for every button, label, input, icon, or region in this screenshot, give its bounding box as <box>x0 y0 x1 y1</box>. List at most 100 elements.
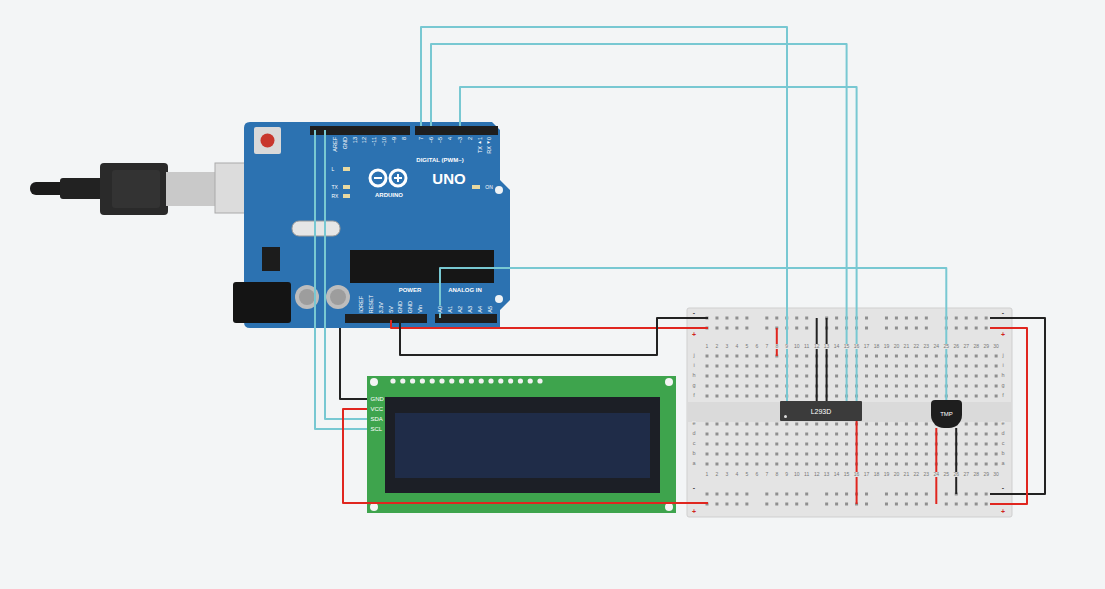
pin-label: 5V <box>388 306 395 313</box>
breadboard-hole <box>795 355 798 358</box>
breadboard-hole <box>865 433 868 436</box>
pin-label: 7 <box>418 137 425 140</box>
breadboard-hole <box>775 463 778 466</box>
breadboard-hole <box>795 375 798 378</box>
column-number: 15 <box>843 344 850 349</box>
column-number: 13 <box>823 344 830 349</box>
lcd-pin-hole <box>537 378 542 383</box>
breadboard-hole <box>795 493 798 496</box>
breadboard-hole <box>765 453 768 456</box>
breadboard-hole <box>995 433 998 436</box>
led-label: TX <box>331 185 338 190</box>
row-letter: g <box>692 383 696 389</box>
pin-label: GND <box>397 301 404 313</box>
breadboard-hole <box>706 493 709 496</box>
breadboard-hole <box>805 327 808 330</box>
breadboard-hole <box>875 453 878 456</box>
column-number: 6 <box>755 344 759 349</box>
breadboard-hole <box>725 395 728 398</box>
breadboard-hole <box>985 493 988 496</box>
breadboard-hole <box>885 433 888 436</box>
breadboard-hole <box>835 317 838 320</box>
breadboard-hole <box>795 385 798 388</box>
column-number: 4 <box>735 472 739 477</box>
breadboard-hole <box>795 433 798 436</box>
breadboard-hole <box>725 355 728 358</box>
breadboard-hole <box>875 443 878 446</box>
breadboard-hole <box>805 375 808 378</box>
column-number: 26 <box>953 472 960 477</box>
breadboard-hole <box>895 423 898 426</box>
breadboard-hole <box>765 463 768 466</box>
column-number: 22 <box>913 472 920 477</box>
breadboard-hole <box>845 493 848 496</box>
breadboard-hole <box>985 355 988 358</box>
column-number: 4 <box>735 344 739 349</box>
breadboard-hole <box>995 355 998 358</box>
pin-label: ~5 <box>437 137 444 143</box>
breadboard-hole <box>875 395 878 398</box>
breadboard-hole <box>985 503 988 506</box>
breadboard-hole <box>805 433 808 436</box>
lcd-module <box>367 376 676 513</box>
breadboard-hole <box>875 355 878 358</box>
header-label: ANALOG IN <box>448 287 483 293</box>
breadboard-hole <box>875 385 878 388</box>
column-number: 23 <box>923 472 930 477</box>
breadboard-hole <box>915 355 918 358</box>
column-number: 8 <box>775 472 779 477</box>
breadboard-hole <box>805 463 808 466</box>
breadboard-hole <box>905 453 908 456</box>
breadboard-hole <box>975 365 978 368</box>
breadboard-hole <box>745 423 748 426</box>
breadboard-hole <box>945 503 948 506</box>
breadboard-hole <box>805 453 808 456</box>
breadboard-hole <box>715 395 718 398</box>
lcd-pin-hole <box>430 378 435 383</box>
breadboard-hole <box>955 385 958 388</box>
breadboard-hole <box>965 423 968 426</box>
breadboard-hole <box>895 433 898 436</box>
breadboard-hole <box>785 503 788 506</box>
breadboard-hole <box>755 453 758 456</box>
column-number: 3 <box>725 344 729 349</box>
breadboard-hole <box>905 375 908 378</box>
breadboard-hole <box>795 463 798 466</box>
breadboard-hole <box>965 375 968 378</box>
pin-label: 2 <box>467 137 474 140</box>
breadboard-hole <box>905 433 908 436</box>
board-logo: ARDUINO <box>375 192 403 198</box>
breadboard-hole <box>745 385 748 388</box>
breadboard-hole <box>735 395 738 398</box>
breadboard-hole <box>765 395 768 398</box>
breadboard-hole <box>815 423 818 426</box>
breadboard-hole <box>755 365 758 368</box>
pin1-dot <box>784 415 787 418</box>
breadboard-hole <box>905 493 908 496</box>
breadboard-hole <box>875 375 878 378</box>
breadboard-hole <box>985 317 988 320</box>
breadboard-hole <box>885 503 888 506</box>
breadboard-hole <box>865 443 868 446</box>
column-number: 30 <box>993 472 1000 477</box>
breadboard-hole <box>915 453 918 456</box>
breadboard-hole <box>895 453 898 456</box>
lcd-pin-hole <box>479 378 484 383</box>
lcd-pin-hole <box>439 378 444 383</box>
breadboard-hole <box>865 503 868 506</box>
column-number: 6 <box>755 472 759 477</box>
board-logo: UNO <box>432 171 465 186</box>
breadboard-hole <box>825 453 828 456</box>
breadboard-hole <box>715 433 718 436</box>
breadboard-hole <box>975 493 978 496</box>
breadboard-hole <box>795 365 798 368</box>
breadboard-hole <box>985 365 988 368</box>
breadboard-hole <box>775 493 778 496</box>
breadboard-hole <box>735 443 738 446</box>
breadboard-hole <box>755 355 758 358</box>
breadboard-hole <box>755 433 758 436</box>
breadboard-hole <box>715 317 718 320</box>
breadboard-hole <box>715 355 718 358</box>
